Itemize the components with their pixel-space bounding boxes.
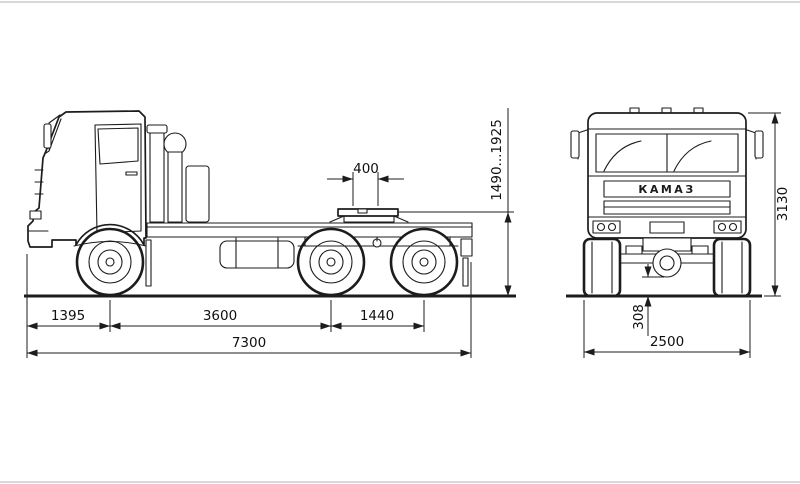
wiper-right [673,140,712,172]
front-wheel [75,227,145,297]
dim-overall-length: 7300 [27,262,472,358]
dim-front-overhang: 1395 [26,254,111,358]
front-view-wheel-left [582,237,622,298]
dim-fifth-wheel-lead-label: 400 [353,161,379,177]
headlight-side [29,210,42,220]
rear-wheel-2 [389,227,459,297]
fuel-tank [219,237,295,269]
dim-overall-width-label: 2500 [650,334,684,350]
windshield-side [45,118,62,154]
license-plate [649,221,685,234]
fifth-wheel [329,208,409,223]
windshield-front [595,133,739,173]
kamaz-badge: КАМАЗ [638,183,695,196]
front-leaf-spring [73,241,147,247]
dim-fifth-wheel-height: 1490...1925 [398,108,514,296]
spring-right [691,245,709,255]
dim-overall-height: 3130 [748,112,791,297]
front-bumper [587,216,747,234]
wiper-left [603,140,642,172]
dim-ground-clearance-label: 308 [631,304,647,330]
dim-overall-height-label: 3130 [775,187,791,221]
dim-fifth-wheel-lead: 400 [327,161,404,206]
dim-tandem-spacing: 1440 [331,300,425,332]
dim-tandem-spacing-label: 1440 [360,308,394,324]
cab-door [94,123,142,234]
spring-left [625,245,643,255]
front-axle-assembly [597,237,737,278]
differential [652,248,682,278]
door-window [97,127,139,165]
dim-overall-width: 2500 [583,300,751,358]
cab-side [27,110,147,248]
rear-crossmember [460,238,473,257]
cab-outline [27,110,147,248]
chassis-frame [146,222,473,287]
front-view-truck: КАМАЗ [570,107,764,298]
dim-ground-clearance: 308 [631,264,664,336]
dim-overall-length-label: 7300 [232,335,266,351]
dim-fifth-wheel-height-label: 1490...1925 [489,119,505,201]
front-view-wheel-right [712,237,752,298]
badge-band [603,180,731,198]
door-handle [125,171,138,176]
kingpin-slot [357,208,368,214]
suspension [73,236,459,248]
dim-wheelbase-label: 3600 [203,308,237,324]
mirror-left [570,130,580,159]
dim-front-overhang-label: 1395 [51,308,85,324]
front-mudflap [145,239,152,287]
rear-mudflap [462,257,469,287]
air-tank [185,165,210,223]
mirror-side [43,123,52,149]
dim-wheelbase: 3600 [110,300,332,332]
side-view-truck [27,110,473,297]
rear-wheel-1 [296,227,366,297]
grille [603,200,731,215]
exhaust-intake-stack [146,124,210,223]
mirror-right [754,130,764,159]
